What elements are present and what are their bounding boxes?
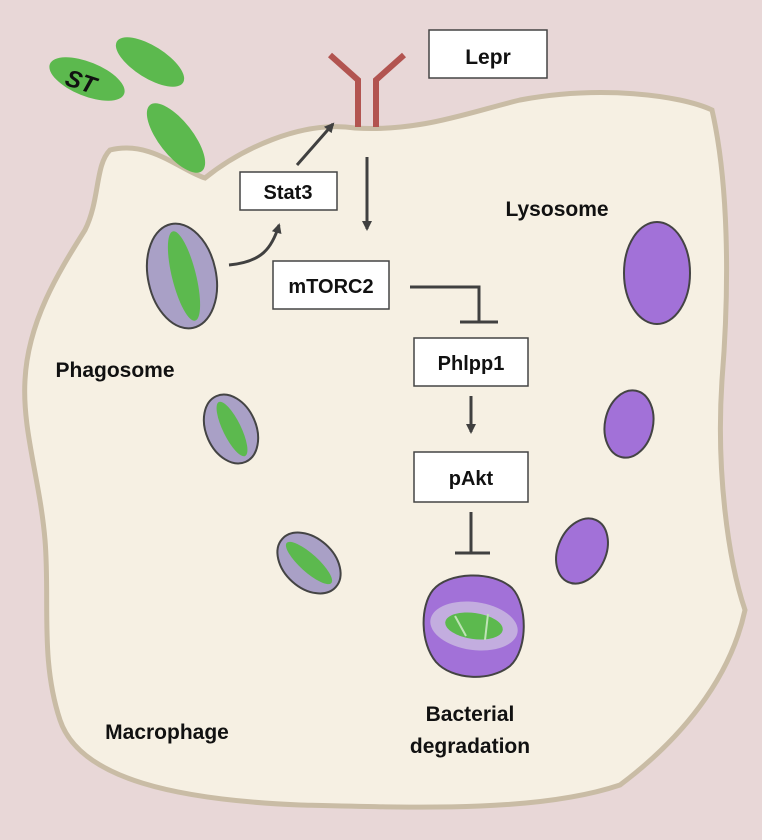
bacterium-icon [285, 541, 333, 585]
phagosome-small [276, 531, 342, 595]
phagolysosome [422, 574, 525, 678]
phagosome-medium [202, 393, 260, 465]
pakt-inhibits-degradation-icon [455, 512, 490, 555]
pakt-box [413, 451, 529, 503]
bacterium-icon [167, 231, 201, 321]
bacterium-icon [216, 401, 248, 457]
extracellular-bacteria: ST [49, 37, 206, 173]
phlpp1-label: Phlpp1 [438, 353, 505, 375]
bacterial-degradation-line2: degradation [410, 735, 530, 758]
bacterium-icon [115, 37, 185, 87]
bacterium-st-icon [49, 57, 125, 101]
lepr-label: Lepr [465, 46, 511, 69]
phagosome-label: Phagosome [55, 359, 174, 382]
phagosome-large [145, 222, 219, 330]
lysosome-label: Lysosome [505, 198, 608, 221]
lysosome-small [555, 517, 609, 585]
mtorc2-inhibits-phlpp1-icon [410, 285, 498, 324]
bacterial-degradation-line1: Bacterial [426, 703, 515, 726]
lysosome-large [623, 221, 691, 325]
stat3-to-lepr-arrow-icon [295, 122, 335, 166]
lysosome-medium [603, 389, 655, 459]
lepr-receptor-icon [328, 52, 406, 127]
pathway-arrows [228, 122, 476, 434]
phagosome-to-stat3-arrow-icon [228, 223, 282, 267]
mtorc2-box [272, 260, 390, 310]
phlpp1-box [413, 337, 529, 387]
pakt-label: pAkt [449, 468, 494, 490]
stat3-label: Stat3 [264, 182, 313, 204]
lepr-box [428, 29, 548, 79]
macrophage-label: Macrophage [105, 721, 229, 744]
mtorc2-label: mTORC2 [288, 276, 373, 298]
bacterium-icon [146, 103, 206, 173]
stat3-box [239, 171, 338, 211]
